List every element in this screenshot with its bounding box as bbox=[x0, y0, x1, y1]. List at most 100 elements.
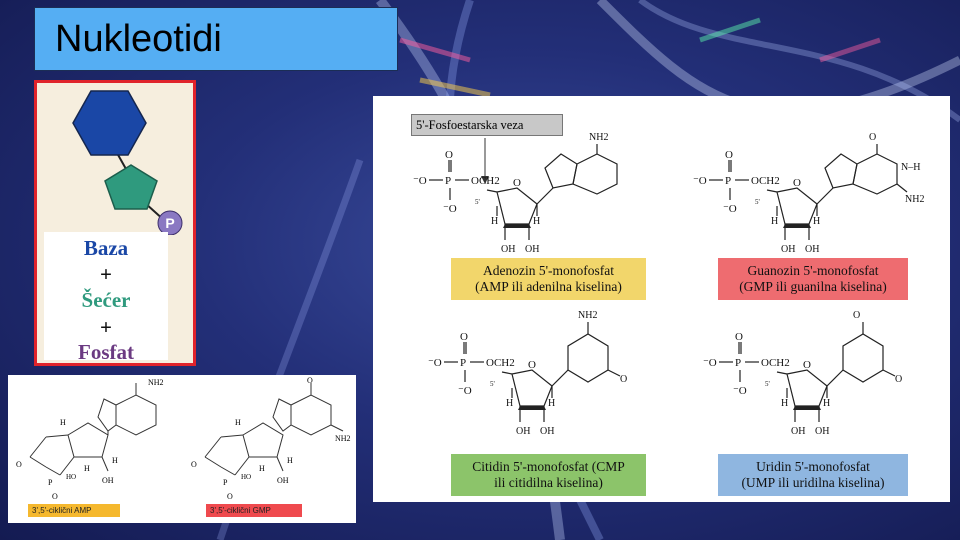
gmp-caption: Guanozin 5'-monofosfat (GMP ili guanilna… bbox=[718, 258, 908, 300]
gmp-caption-line1: Guanozin 5'-monofosfat bbox=[747, 263, 879, 278]
amp-base-top-label: NH2 bbox=[589, 132, 608, 143]
cmp-five-prime-label: 5' bbox=[490, 380, 495, 388]
gmp-oh2-label: OH bbox=[805, 244, 819, 255]
nucleotide-legend: Baza + Šećer + Fosfat bbox=[44, 232, 168, 364]
ump-five-prime-label: 5' bbox=[765, 380, 770, 388]
cmp-caption: Citidin 5'-monofosfat (CMP ili citidilna… bbox=[451, 454, 646, 496]
ump-caption-line2: (UMP ili uridilna kiselina) bbox=[741, 475, 885, 490]
base-hexagon-icon bbox=[72, 90, 147, 156]
gmp-base-nh-label: N–H bbox=[901, 162, 920, 173]
cmp-h1-label: H bbox=[506, 398, 513, 409]
cmp-base-top-label: NH2 bbox=[578, 310, 597, 321]
ump-caption-line1: Uridin 5'-monofosfat bbox=[756, 459, 870, 474]
amp-o-minus-bottom: ⁻O bbox=[443, 203, 457, 215]
gmp-five-prime-label: 5' bbox=[755, 198, 760, 206]
amp-caption: Adenozin 5'-monofosfat (AMP ili adenilna… bbox=[451, 258, 646, 300]
amp-h1-label: H bbox=[491, 216, 498, 227]
amp-och2-label: OCH2 bbox=[471, 175, 500, 187]
slide-title: Nukleotidi bbox=[55, 18, 222, 60]
phosphate-circle-icon bbox=[157, 210, 183, 235]
amp-oh2-label: OH bbox=[525, 244, 539, 255]
cmp-och2-label: OCH2 bbox=[486, 357, 515, 369]
camp-ho-label: HO bbox=[66, 473, 76, 481]
phosphate-symbol: P bbox=[165, 215, 174, 231]
cyclic-gmp-label: 3',5'-ciklični GMP bbox=[206, 504, 302, 517]
ump-och2-label: OCH2 bbox=[761, 357, 790, 369]
gmp-o-minus-label: ⁻O bbox=[693, 175, 707, 187]
cmp-caption-line2: ili citidilna kiselina) bbox=[494, 475, 603, 490]
phosphoester-bond-label: 5'-Fosfoestarska veza bbox=[411, 114, 563, 136]
gmp-base-nh2-label: NH2 bbox=[905, 194, 924, 205]
cgmp-ho-label: HO bbox=[241, 473, 251, 481]
camp-p-label: P bbox=[48, 478, 53, 487]
ump-ring-o-label: O bbox=[803, 359, 811, 371]
amp-caption-line2: (AMP ili adenilna kiselina) bbox=[475, 279, 622, 294]
ump-base-side-label: O bbox=[895, 374, 902, 385]
camp-h2-label: H bbox=[84, 464, 90, 473]
ump-o-minus-label: ⁻O bbox=[703, 357, 717, 369]
cmp-p-o-top: O bbox=[460, 331, 468, 343]
cgmp-h1-label: H bbox=[235, 418, 241, 427]
cmp-oh2-label: OH bbox=[540, 426, 554, 437]
cgmp-o2-label: O bbox=[227, 492, 233, 501]
cgmp-o1-label: O bbox=[191, 460, 197, 469]
gmp-h2-label: H bbox=[813, 216, 820, 227]
cgmp-o-label: O bbox=[307, 376, 313, 385]
ump-p-o-top: O bbox=[735, 331, 743, 343]
cgmp-h3-label: H bbox=[287, 456, 293, 465]
ump-h2-label: H bbox=[823, 398, 830, 409]
cmp-oh1-label: OH bbox=[516, 426, 530, 437]
legend-baza: Baza bbox=[83, 236, 129, 260]
ump-base-top-label: O bbox=[853, 310, 860, 321]
gmp-och2-label: OCH2 bbox=[751, 175, 780, 187]
cmp-caption-line1: Citidin 5'-monofosfat (CMP bbox=[472, 459, 625, 474]
cgmp-nh2-label: NH2 bbox=[335, 434, 351, 443]
amp-h2-label: H bbox=[533, 216, 540, 227]
legend-plus-1: + bbox=[100, 262, 112, 286]
gmp-h1-label: H bbox=[771, 216, 778, 227]
ump-p-label: P bbox=[735, 357, 741, 369]
cyclic-amp-label: 3',5'-ciklični AMP bbox=[28, 504, 120, 517]
cmp-h2-label: H bbox=[548, 398, 555, 409]
camp-o2-label: O bbox=[52, 492, 58, 501]
cmp-p-label: P bbox=[460, 357, 466, 369]
camp-nh2-label: NH2 bbox=[148, 378, 164, 387]
amp-p-label: P bbox=[445, 175, 451, 187]
amp-caption-line1: Adenozin 5'-monofosfat bbox=[482, 263, 615, 278]
amp-five-prime-label: 5' bbox=[475, 198, 480, 206]
gmp-base-top-label: O bbox=[869, 132, 876, 143]
gmp-o-minus-bottom: ⁻O bbox=[723, 203, 737, 215]
cyclic-amp-structure: NH2 H H H OH P O O HO bbox=[16, 378, 164, 501]
legend-secer: Šećer bbox=[81, 288, 131, 312]
ump-oh1-label: OH bbox=[791, 426, 805, 437]
camp-o1-label: O bbox=[16, 460, 22, 469]
cmp-base-side-label: O bbox=[620, 374, 627, 385]
legend-plus-2: + bbox=[100, 315, 112, 339]
gmp-caption-line2: (GMP ili guanilna kiselina) bbox=[739, 279, 887, 294]
amp-ring-o-label: O bbox=[513, 177, 521, 189]
slide-title-box: Nukleotidi bbox=[34, 7, 398, 71]
cyclic-nucleotides-panel: NH2 H H H OH P O O HO O NH2 H H H OH P O… bbox=[8, 375, 356, 523]
camp-h3-label: H bbox=[112, 456, 118, 465]
camp-oh-label: OH bbox=[102, 476, 114, 485]
camp-h1-label: H bbox=[60, 418, 66, 427]
ump-caption: Uridin 5'-monofosfat (UMP ili uridilna k… bbox=[718, 454, 908, 496]
ump-oh2-label: OH bbox=[815, 426, 829, 437]
gmp-p-label: P bbox=[725, 175, 731, 187]
amp-o-minus-label: ⁻O bbox=[413, 175, 427, 187]
sugar-pentagon-icon bbox=[104, 164, 158, 210]
legend-fosfat: Fosfat bbox=[78, 340, 134, 364]
amp-p-o-top: O bbox=[445, 149, 453, 161]
gmp-ring-o-label: O bbox=[793, 177, 801, 189]
amp-oh1-label: OH bbox=[501, 244, 515, 255]
cgmp-h2-label: H bbox=[259, 464, 265, 473]
cmp-o-minus-label: ⁻O bbox=[428, 357, 442, 369]
cmp-ring-o-label: O bbox=[528, 359, 536, 371]
nucleotide-schematic-figure: P bbox=[72, 90, 183, 235]
gmp-p-o-top: O bbox=[725, 149, 733, 161]
